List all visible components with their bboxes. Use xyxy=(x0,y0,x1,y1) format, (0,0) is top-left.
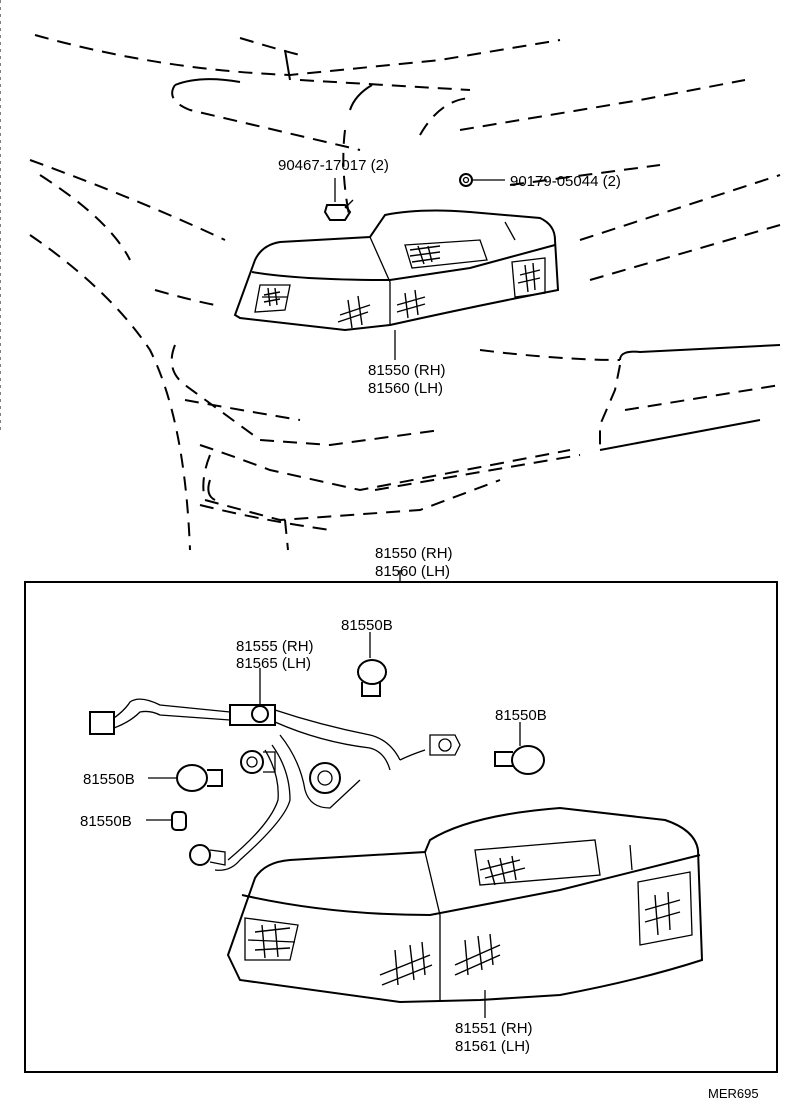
nut-fastener xyxy=(459,173,505,187)
label-bulb-left: 81550B xyxy=(83,771,135,788)
car-body-outline xyxy=(0,0,781,551)
bulb-left xyxy=(148,764,223,792)
label-lamp-top-lh: 81560 (LH) xyxy=(368,380,443,397)
label-bulb-top: 81550B xyxy=(341,617,393,634)
bulb-small xyxy=(146,811,187,831)
label-bulb-small: 81550B xyxy=(80,813,132,830)
diagram-code: MER695 xyxy=(708,1086,759,1101)
exploded-view-frame xyxy=(24,581,778,1073)
label-lens-rh: 81551 (RH) xyxy=(455,1020,533,1037)
bulb-top xyxy=(357,632,387,697)
label-box-rh: 81550 (RH) xyxy=(375,545,453,562)
label-clip-part: 90467-17017 (2) xyxy=(278,157,389,174)
tail-lamp-assembly-upper xyxy=(233,209,560,332)
bulb-right xyxy=(494,722,545,775)
label-socket-lh: 81565 (LH) xyxy=(236,655,311,672)
label-nut-part: 90179-05044 (2) xyxy=(510,173,621,190)
tail-lamp-lens-lower xyxy=(226,806,704,1004)
label-socket-rh: 81555 (RH) xyxy=(236,638,314,655)
label-lamp-top-rh: 81550 (RH) xyxy=(368,362,446,379)
clip-fastener xyxy=(323,178,354,221)
label-lens-lh: 81561 (LH) xyxy=(455,1038,530,1055)
label-box-lh: 81560 (LH) xyxy=(375,563,450,580)
bulb-socket-group xyxy=(189,734,461,866)
label-bulb-right: 81550B xyxy=(495,707,547,724)
wiring-harness xyxy=(89,698,426,871)
